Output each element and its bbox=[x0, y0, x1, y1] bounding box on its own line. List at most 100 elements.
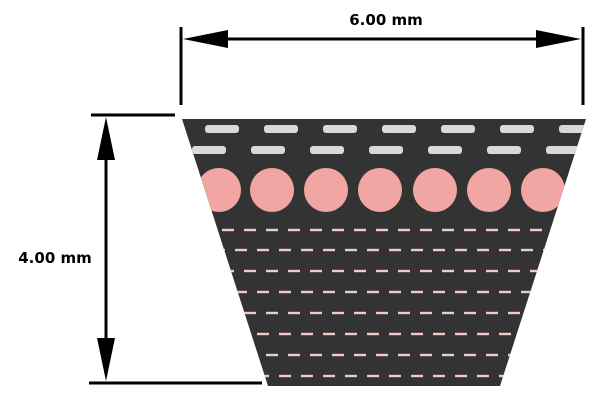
top-dash bbox=[310, 146, 344, 154]
fiber-dash bbox=[222, 311, 234, 315]
fiber-dash bbox=[367, 290, 379, 294]
fiber-dash bbox=[235, 290, 247, 294]
fiber-dash bbox=[345, 248, 357, 252]
fiber-dash bbox=[288, 228, 300, 232]
fiber-dash bbox=[310, 311, 322, 315]
fiber-dash bbox=[200, 353, 212, 357]
fiber-dash bbox=[521, 248, 533, 252]
fiber-dash bbox=[235, 248, 247, 252]
fiber-dash bbox=[288, 353, 300, 357]
tension-cord bbox=[250, 168, 294, 212]
fiber-dash bbox=[455, 290, 467, 294]
tension-cord bbox=[358, 168, 402, 212]
fiber-dash bbox=[389, 248, 401, 252]
fiber-dash bbox=[574, 228, 586, 232]
fiber-dash bbox=[530, 269, 542, 273]
fiber-dash bbox=[464, 269, 476, 273]
fiber-dash bbox=[354, 269, 366, 273]
fiber-dash bbox=[442, 353, 454, 357]
fiber-dash bbox=[477, 332, 489, 336]
fiber-dash bbox=[257, 248, 269, 252]
fiber-dash bbox=[301, 332, 313, 336]
fiber-dash bbox=[420, 269, 432, 273]
fiber-dash bbox=[244, 311, 256, 315]
fiber-dash bbox=[543, 374, 555, 378]
top-dash bbox=[428, 146, 462, 154]
fiber-dash bbox=[222, 269, 234, 273]
fiber-dash bbox=[354, 353, 366, 357]
fiber-dash bbox=[376, 311, 388, 315]
fiber-dash bbox=[543, 290, 555, 294]
fiber-dash bbox=[323, 374, 335, 378]
fiber-dash bbox=[455, 248, 467, 252]
fiber-dash bbox=[565, 290, 577, 294]
fiber-dash bbox=[301, 248, 313, 252]
fiber-dash bbox=[455, 374, 467, 378]
fiber-dash bbox=[332, 353, 344, 357]
fiber-dash bbox=[398, 311, 410, 315]
fiber-dash bbox=[266, 311, 278, 315]
fiber-dash bbox=[508, 228, 520, 232]
fiber-dash bbox=[411, 248, 423, 252]
top-dash bbox=[500, 125, 534, 133]
fiber-dash bbox=[376, 353, 388, 357]
fiber-dash bbox=[442, 311, 454, 315]
fiber-dash bbox=[345, 290, 357, 294]
fiber-dash bbox=[530, 311, 542, 315]
fiber-dash bbox=[543, 248, 555, 252]
fiber-dash bbox=[213, 290, 225, 294]
fiber-dash bbox=[543, 332, 555, 336]
fiber-dash bbox=[200, 269, 212, 273]
fiber-dash bbox=[433, 290, 445, 294]
fiber-dash bbox=[565, 248, 577, 252]
top-cover-dashes bbox=[192, 125, 586, 154]
fiber-dash bbox=[376, 269, 388, 273]
fiber-dash bbox=[244, 228, 256, 232]
fiber-dash bbox=[367, 248, 379, 252]
fiber-dash bbox=[552, 269, 564, 273]
fiber-dash bbox=[477, 374, 489, 378]
fiber-dash bbox=[411, 374, 423, 378]
top-dash bbox=[487, 146, 521, 154]
fiber-dash bbox=[508, 353, 520, 357]
fiber-dash bbox=[574, 353, 586, 357]
top-dash bbox=[369, 146, 403, 154]
fiber-dash bbox=[420, 311, 432, 315]
fiber-dash bbox=[565, 374, 577, 378]
fiber-dash bbox=[398, 228, 410, 232]
fiber-dash bbox=[420, 228, 432, 232]
fiber-dash bbox=[222, 353, 234, 357]
width-arrow-left bbox=[183, 30, 228, 48]
fiber-dash bbox=[310, 228, 322, 232]
fiber-dash bbox=[266, 228, 278, 232]
fiber-dash bbox=[266, 269, 278, 273]
top-dash bbox=[559, 125, 586, 133]
fiber-dash bbox=[574, 311, 586, 315]
top-dash bbox=[264, 125, 298, 133]
fiber-dash bbox=[279, 374, 291, 378]
fiber-dash bbox=[310, 269, 322, 273]
tension-cord bbox=[521, 168, 565, 212]
fiber-dash bbox=[354, 311, 366, 315]
fiber-dash bbox=[200, 228, 212, 232]
fiber-dash bbox=[301, 374, 313, 378]
top-dash bbox=[546, 146, 580, 154]
fiber-dash bbox=[565, 332, 577, 336]
height-arrow-top bbox=[97, 117, 115, 160]
fiber-dash bbox=[288, 311, 300, 315]
fiber-dash bbox=[486, 353, 498, 357]
belt-body bbox=[182, 119, 586, 386]
fiber-dash bbox=[411, 290, 423, 294]
fiber-dash bbox=[376, 228, 388, 232]
fiber-dash bbox=[213, 374, 225, 378]
fiber-dash bbox=[411, 332, 423, 336]
fiber-dash bbox=[235, 332, 247, 336]
fiber-dash bbox=[332, 311, 344, 315]
fiber-dash bbox=[499, 374, 511, 378]
fiber-dash bbox=[521, 374, 533, 378]
fiber-dash bbox=[398, 353, 410, 357]
fiber-dash bbox=[552, 228, 564, 232]
fiber-dash bbox=[574, 269, 586, 273]
fiber-dash bbox=[521, 332, 533, 336]
fiber-dash bbox=[244, 353, 256, 357]
